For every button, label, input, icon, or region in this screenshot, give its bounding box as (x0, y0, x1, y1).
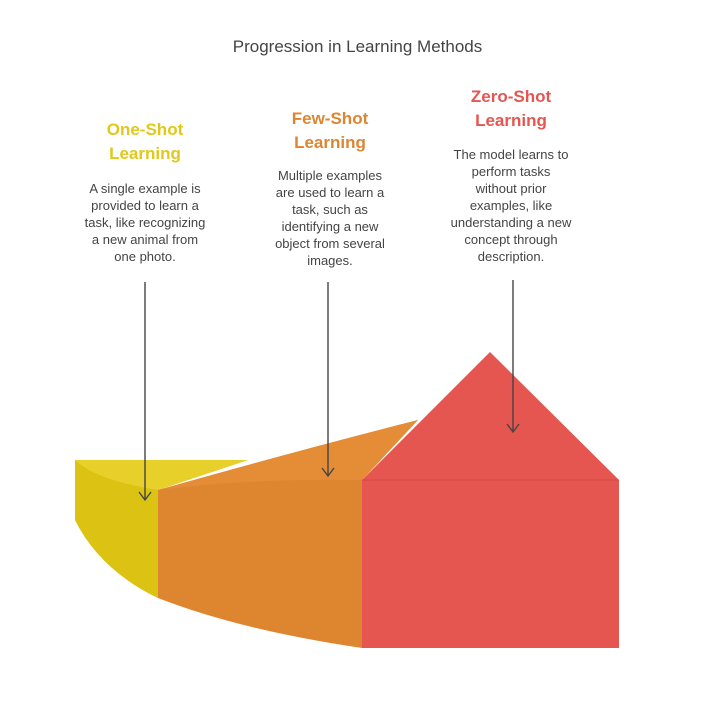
zero-shot-wedge (362, 352, 619, 648)
zero-shot-description: The model learns to perform tasks withou… (450, 147, 572, 264)
few-shot-heading: Few-Shot Learning (291, 109, 369, 152)
few-shot-arrow (321, 282, 335, 478)
few-shot-wedge (158, 420, 418, 648)
one-shot-description: A single example is provided to learn a … (84, 181, 206, 264)
few-shot-description: Multiple examples are used to learn a ta… (275, 168, 385, 268)
diagram-title: Progression in Learning Methods (232, 37, 483, 56)
one-shot-wedge (75, 460, 248, 598)
zero-shot-heading: Zero-Shot Learning (470, 87, 552, 130)
one-shot-heading: One-Shot Learning (106, 120, 184, 163)
zero-shot-arrow (506, 280, 520, 434)
one-shot-arrow (138, 282, 152, 502)
